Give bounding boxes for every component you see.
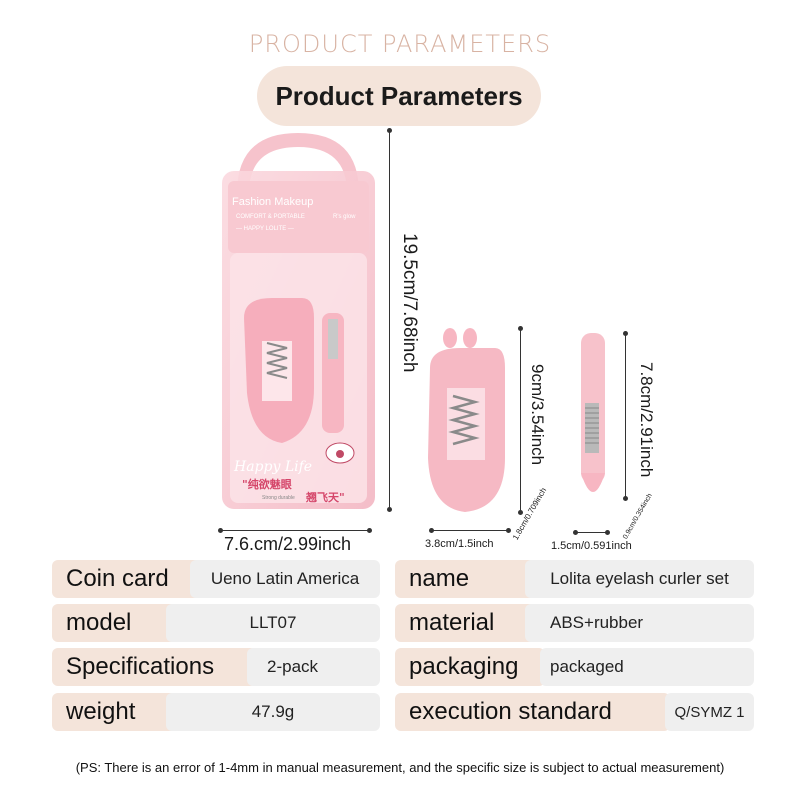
page-top-title: PRODUCT PARAMETERS xyxy=(248,30,552,58)
measure-dot xyxy=(518,510,523,515)
package-height-line xyxy=(389,130,390,510)
package-cn2: 翘飞天" xyxy=(305,491,345,504)
curler-depth-label: 1.8cm/0.709inch xyxy=(511,486,549,542)
comb-width-label: 1.5cm/0.591inch xyxy=(551,540,632,552)
measure-dot xyxy=(605,530,610,535)
param-value-specifications: 2-pack xyxy=(247,648,380,686)
measure-dot xyxy=(623,496,628,501)
measure-dot xyxy=(367,528,372,533)
curler-width-label: 3.8cm/1.5inch xyxy=(425,538,494,550)
measure-dot xyxy=(506,528,511,533)
curler-height-label: 9cm/3.54inch xyxy=(528,364,547,466)
measure-dot xyxy=(623,331,628,336)
measure-dot xyxy=(387,507,392,512)
comb-width-line xyxy=(575,532,608,533)
measure-dot xyxy=(429,528,434,533)
package-script: Happy Life xyxy=(233,459,312,475)
param-key-packaging: packaging xyxy=(395,648,545,686)
package-height-label: 19.5cm/7.68inch xyxy=(399,233,420,373)
package-line2: — HAPPY LOLITE — xyxy=(236,226,294,232)
package-badge: R's glow xyxy=(333,214,356,220)
package-width-label: 7.6.cm/2.99inch xyxy=(224,534,352,554)
curler-width-line xyxy=(431,530,509,531)
package-illustration: Fashion Makeup COMFORT & PORTABLE — HAPP… xyxy=(222,133,375,509)
comb-height-line xyxy=(625,333,626,499)
package-tagline: COMFORT & PORTABLE xyxy=(236,214,305,220)
param-key-weight: weight xyxy=(52,693,176,731)
package-width-line xyxy=(220,530,370,531)
param-key-name: name xyxy=(395,560,535,598)
param-value-packaging: packaged xyxy=(540,648,754,686)
eyelash-curler-illustration xyxy=(428,328,505,512)
param-key-coin-card: Coin card xyxy=(52,560,200,598)
param-value-execution-standard: Q/SYMZ 1 xyxy=(665,693,754,731)
curler-height-line xyxy=(520,328,521,513)
measure-dot xyxy=(573,530,578,535)
comb-height-label: 7.8cm/2.91inch xyxy=(637,362,656,478)
param-key-specifications: Specifications xyxy=(52,648,257,686)
param-value-model: LLT07 xyxy=(166,604,380,642)
param-key-model: model xyxy=(52,604,176,642)
measure-dot xyxy=(518,326,523,331)
measure-dot xyxy=(218,528,223,533)
lash-comb-illustration xyxy=(581,333,605,492)
measurement-footnote: (PS: There is an error of 1-4mm in manua… xyxy=(75,760,725,775)
param-value-material: ABS+rubber xyxy=(525,604,754,642)
measure-dot xyxy=(387,128,392,133)
package-cn1: "纯欲魅眼 xyxy=(242,477,292,491)
param-value-name: Lolita eyelash curler set xyxy=(525,560,754,598)
param-key-material: material xyxy=(395,604,535,642)
section-title-pill: Product Parameters xyxy=(257,66,541,126)
package-brand: Fashion Makeup xyxy=(232,196,313,208)
param-value-weight: 47.9g xyxy=(166,693,380,731)
param-key-execution-standard: execution standard xyxy=(395,693,670,731)
param-value-coin-card: Ueno Latin America xyxy=(190,560,380,598)
package-small: Strong durable xyxy=(262,495,295,501)
